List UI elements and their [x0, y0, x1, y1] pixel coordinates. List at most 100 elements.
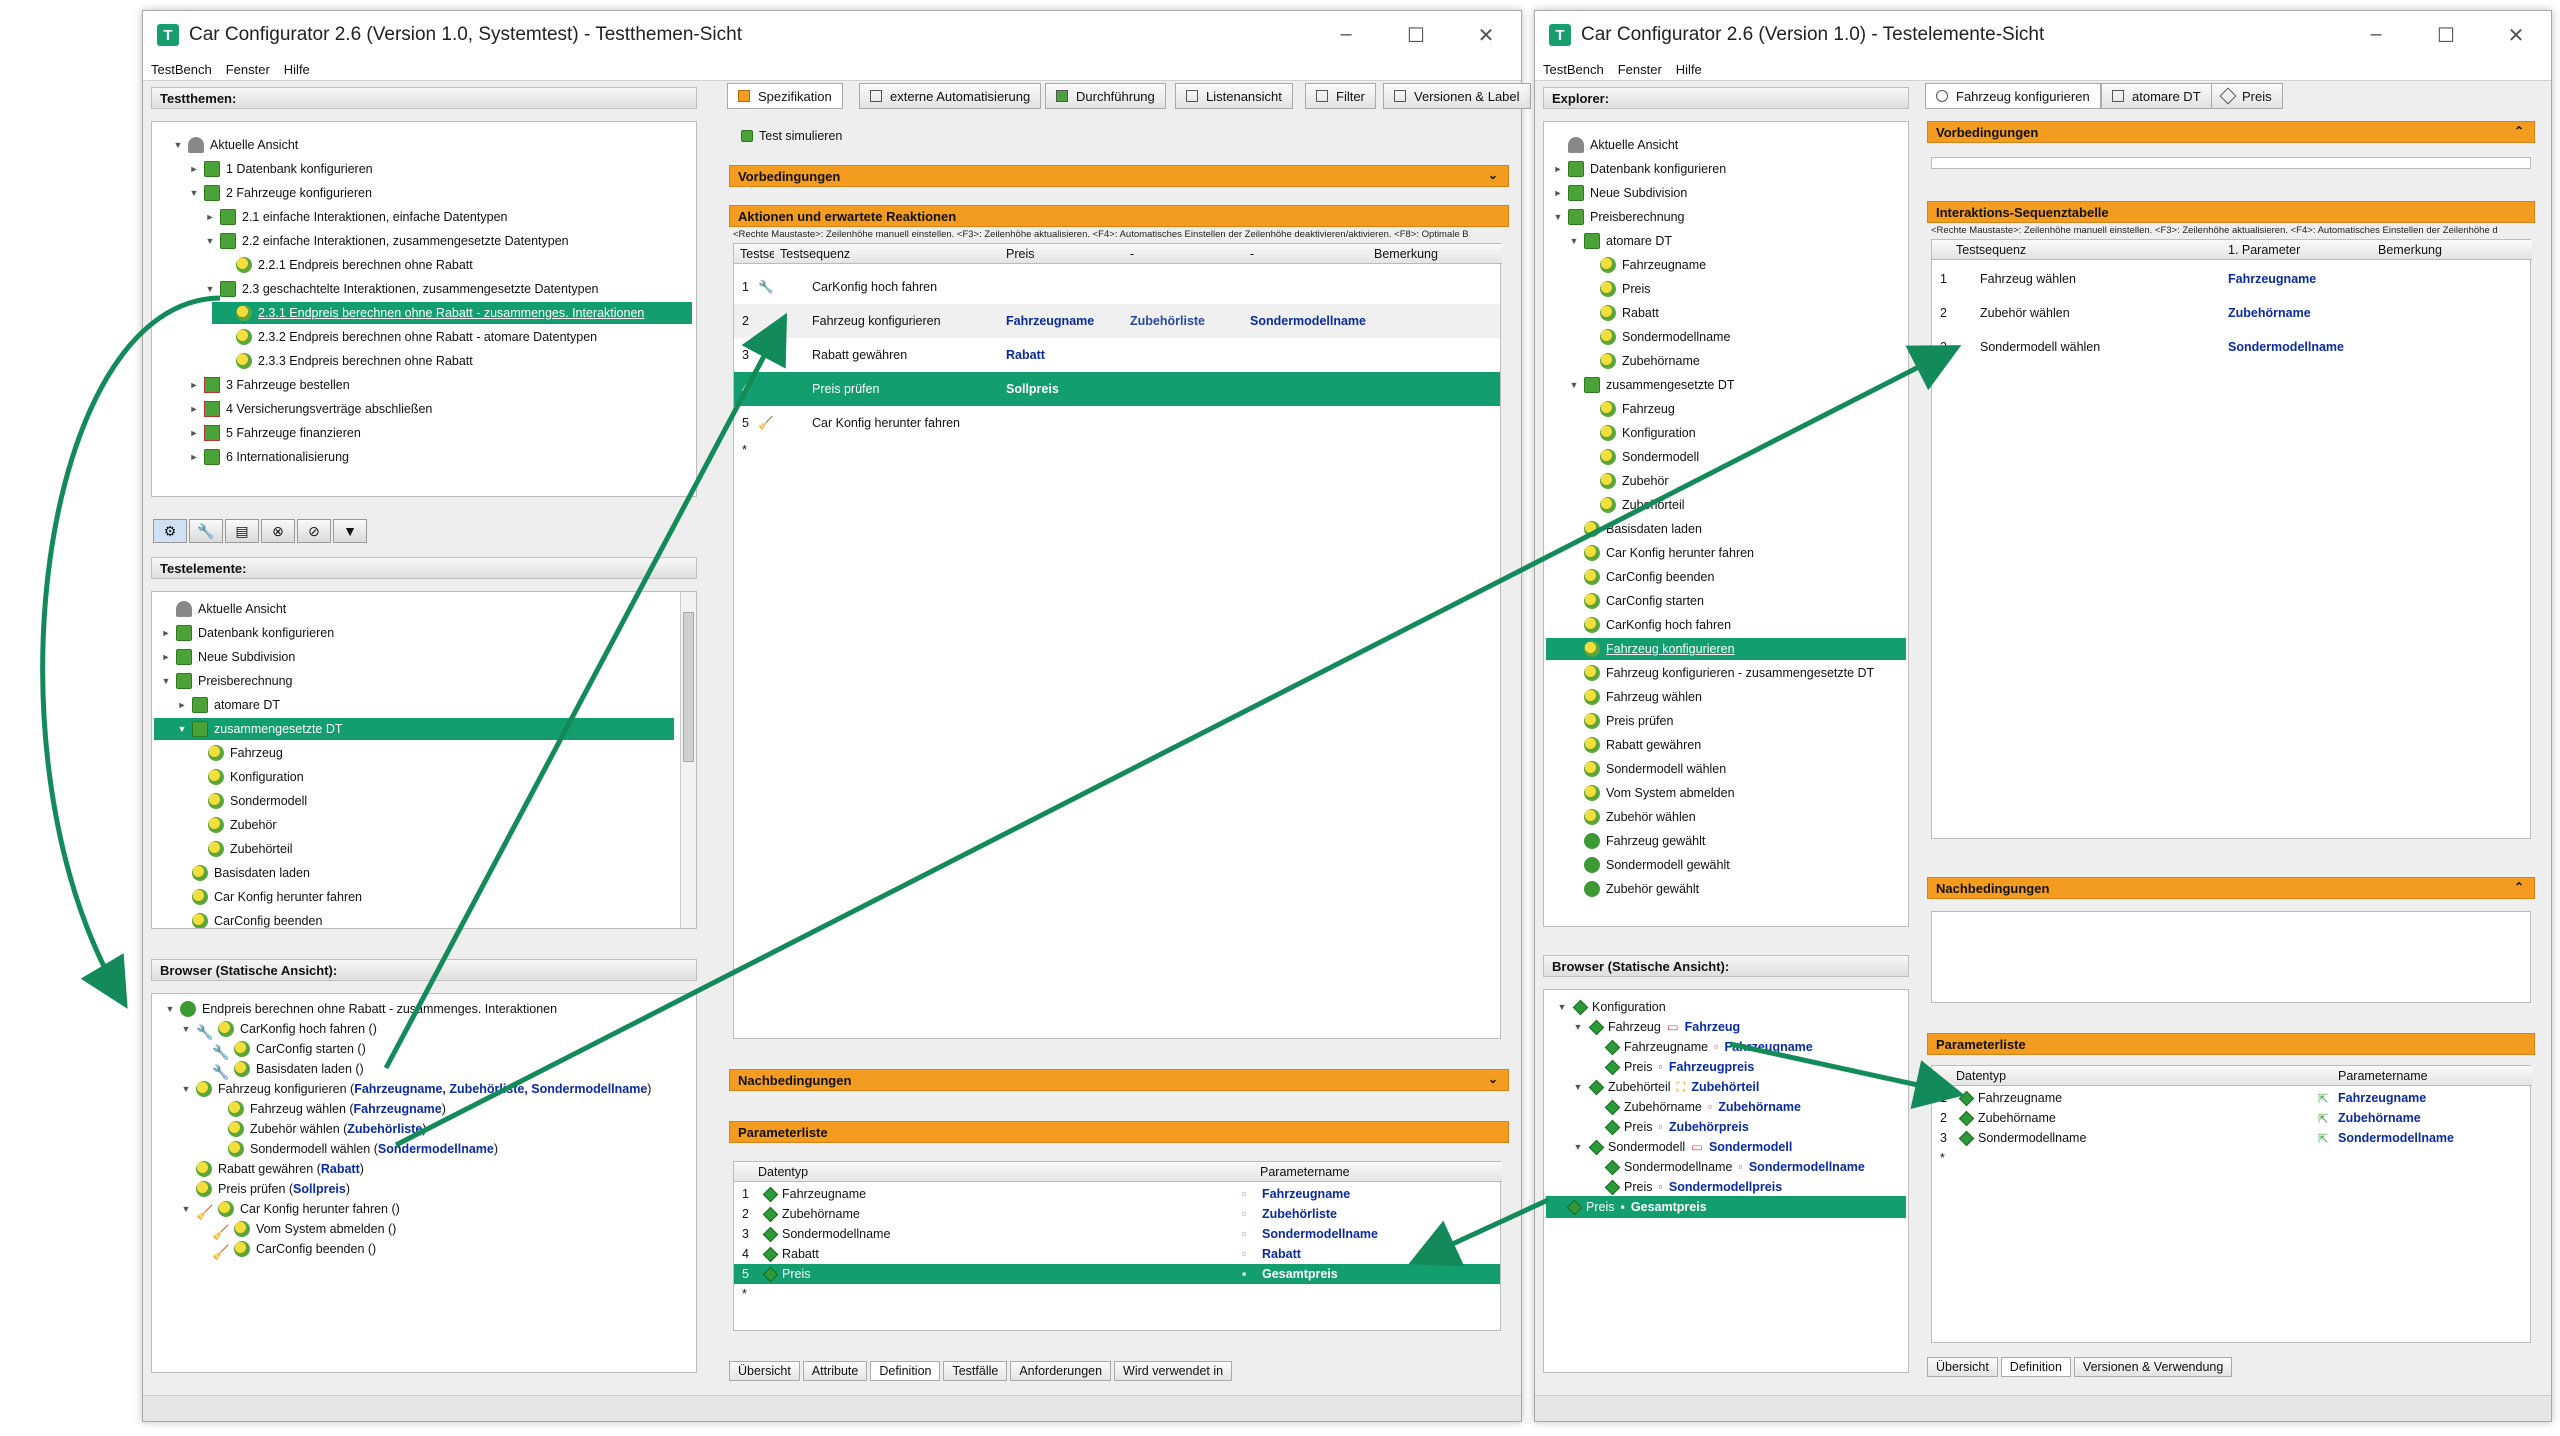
- close-button[interactable]: ✕: [2507, 24, 2525, 47]
- col-testsequenz[interactable]: Testsequenz: [774, 244, 1000, 264]
- tree-item[interactable]: ▼Konfiguration: [1557, 999, 1666, 1015]
- tab-atomare-dt[interactable]: atomare DT: [2101, 83, 2212, 109]
- scrollbar[interactable]: [680, 592, 696, 928]
- tree-item[interactable]: 🧹CarConfig beenden (): [212, 1241, 377, 1260]
- menu-hilfe[interactable]: Hilfe: [1675, 62, 1702, 77]
- tree-item-selected[interactable]: 2.3.1 Endpreis berechnen ohne Rabatt - z…: [212, 302, 692, 324]
- tree-item[interactable]: Zubehörteil: [1600, 494, 1685, 516]
- tree-item[interactable]: ►Neue Subdivision: [161, 649, 296, 665]
- tree-item[interactable]: 2.3.2 Endpreis berechnen ohne Rabatt - a…: [236, 326, 597, 348]
- tree-item[interactable]: ▼Sondermodell▭Sondermodell: [1573, 1139, 1793, 1155]
- attach-tool-button[interactable]: ⊘: [297, 519, 331, 543]
- tree-item[interactable]: ►atomare DT: [177, 697, 280, 713]
- tree-item[interactable]: ►2.1 einfache Interaktionen, einfache Da…: [205, 209, 508, 225]
- tree-item[interactable]: Fahrzeugname▫Fahrzeugname: [1604, 1036, 1813, 1058]
- tab-durchfuehrung[interactable]: Durchführung: [1045, 83, 1166, 109]
- tree-item[interactable]: ►Datenbank konfigurieren: [1553, 161, 1727, 177]
- tree-item[interactable]: Basisdaten laden: [192, 862, 310, 884]
- col-4[interactable]: -: [1244, 244, 1368, 264]
- tree-item[interactable]: Zubehör: [208, 814, 277, 836]
- tree-item[interactable]: ▼Aktuelle Ansicht: [173, 137, 299, 153]
- tree-item[interactable]: Preis▫Zubehörpreis: [1604, 1116, 1749, 1138]
- tab-wird-verwendet-in[interactable]: Wird verwendet in: [1114, 1361, 1233, 1381]
- new-row[interactable]: *: [1940, 1151, 1945, 1165]
- tree-item[interactable]: Fahrzeugname: [1600, 254, 1706, 276]
- tree-item-selected[interactable]: Preis▪Gesamtpreis: [1546, 1196, 1906, 1218]
- tree-item[interactable]: Preis▫Fahrzeugpreis: [1604, 1056, 1754, 1078]
- wrench-tool-button[interactable]: 🔧: [189, 519, 223, 543]
- tree-item[interactable]: Fahrzeug wählen: [1584, 686, 1702, 708]
- col-3[interactable]: -: [1124, 244, 1244, 264]
- tree-item[interactable]: CarKonfig hoch fahren: [1584, 614, 1731, 636]
- tree-item[interactable]: Zubehörname▫Zubehörname: [1604, 1096, 1801, 1118]
- table-row[interactable]: 1 🔧 CarKonfig hoch fahren: [742, 279, 938, 295]
- maximize-button[interactable]: ☐: [2437, 24, 2455, 47]
- tab-uebersicht[interactable]: Übersicht: [729, 1361, 800, 1381]
- tree-item[interactable]: Preis prüfen: [1584, 710, 1673, 732]
- tab-filter[interactable]: Filter: [1305, 83, 1376, 109]
- tree-item[interactable]: ►3 Fahrzeuge bestellen: [189, 377, 350, 393]
- tab-attribute[interactable]: Attribute: [802, 1361, 868, 1381]
- tree-item[interactable]: Sondermodellname: [1600, 326, 1730, 348]
- col-datentyp[interactable]: Datentyp: [1932, 1066, 2332, 1086]
- menu-hilfe[interactable]: Hilfe: [283, 62, 310, 77]
- tree-item[interactable]: ►Neue Subdivision: [1553, 185, 1688, 201]
- tree-item[interactable]: Zubehör wählen (Zubehörliste): [228, 1118, 426, 1140]
- tree-item[interactable]: Sondermodellname▫Sondermodellname: [1604, 1156, 1865, 1178]
- tree-item[interactable]: ►Datenbank konfigurieren: [161, 625, 335, 641]
- tree-item[interactable]: Zubehör: [1600, 470, 1669, 492]
- col-parametername[interactable]: Parametername: [1254, 1162, 1502, 1182]
- tree-item[interactable]: Aktuelle Ansicht: [160, 598, 286, 620]
- tree-item[interactable]: ▼Zubehörteil⛶Zubehörteil: [1573, 1079, 1760, 1095]
- tab-versionen-label[interactable]: Versionen & Label: [1383, 83, 1531, 109]
- col-parameter[interactable]: 1. Parameter: [2222, 240, 2372, 260]
- menu-fenster[interactable]: Fenster: [1617, 62, 1662, 77]
- tree-item[interactable]: Fahrzeug gewählt: [1584, 830, 1705, 852]
- filter-tool-button[interactable]: ▼: [333, 519, 367, 543]
- chevron-up-icon[interactable]: ⌃: [2513, 124, 2524, 138]
- tree-item[interactable]: Rabatt gewähren: [1584, 734, 1701, 756]
- tab-listenansicht[interactable]: Listenansicht: [1175, 83, 1293, 109]
- tree-item[interactable]: ▼zusammengesetzte DT: [1569, 377, 1735, 393]
- tree-item[interactable]: ▼Preisberechnung: [161, 673, 293, 689]
- col-parametername[interactable]: Parametername: [2332, 1066, 2532, 1086]
- tree-item[interactable]: Rabatt gewähren (Rabatt): [196, 1158, 364, 1180]
- tree-item[interactable]: Preis▫Sondermodellpreis: [1604, 1176, 1782, 1198]
- table-row-selected[interactable]: 4 Preis prüfen Sollpreis: [734, 372, 1500, 406]
- tree-item[interactable]: ▼Preisberechnung: [1553, 209, 1685, 225]
- tab-externe-automatisierung[interactable]: externe Automatisierung: [859, 83, 1042, 109]
- table-row[interactable]: 5 🧹 Car Konfig herunter fahren: [742, 415, 961, 431]
- tree-item[interactable]: Fahrzeug wählen (Fahrzeugname): [228, 1098, 446, 1120]
- tree-item[interactable]: Konfiguration: [1600, 422, 1696, 444]
- vorbedingungen-header[interactable]: Vorbedingungen⌃: [1927, 121, 2535, 143]
- tree-item[interactable]: Rabatt: [1600, 302, 1659, 324]
- nachbedingungen-field[interactable]: [1931, 911, 2531, 1003]
- tree-item[interactable]: 🧹Vom System abmelden (): [212, 1221, 397, 1240]
- vorbedingungen-field[interactable]: [1931, 157, 2531, 169]
- col-bemerkung[interactable]: Bemerkung: [1368, 244, 1502, 264]
- menu-fenster[interactable]: Fenster: [225, 62, 270, 77]
- tree-item[interactable]: Preis prüfen (Sollpreis): [196, 1178, 350, 1200]
- nachbedingungen-header[interactable]: Nachbedingungen⌃: [1927, 877, 2535, 899]
- tab-testfaelle[interactable]: Testfälle: [943, 1361, 1008, 1381]
- tree-item[interactable]: Vom System abmelden: [1584, 782, 1735, 804]
- menu-testbench[interactable]: TestBench: [151, 62, 212, 77]
- tree-item[interactable]: Konfiguration: [208, 766, 304, 788]
- tree-item[interactable]: ▼Endpreis berechnen ohne Rabatt - zusamm…: [165, 1001, 558, 1017]
- new-row[interactable]: *: [742, 443, 747, 457]
- tree-item[interactable]: ▼2.2 einfache Interaktionen, zusammenges…: [205, 233, 569, 249]
- tree-item[interactable]: ►5 Fahrzeuge finanzieren: [189, 425, 361, 441]
- tab-anforderungen[interactable]: Anforderungen: [1010, 1361, 1112, 1381]
- tab-fahrzeug-konfigurieren[interactable]: Fahrzeug konfigurieren: [1925, 83, 2101, 109]
- col-datentyp[interactable]: Datentyp: [734, 1162, 1254, 1182]
- tree-item[interactable]: Sondermodell wählen (Sondermodellname): [228, 1138, 498, 1160]
- tree-item[interactable]: ▼Fahrzeug▭Fahrzeug: [1573, 1019, 1741, 1035]
- tree-item[interactable]: Zubehörteil: [208, 838, 293, 860]
- minimize-button[interactable]: –: [1340, 22, 1352, 45]
